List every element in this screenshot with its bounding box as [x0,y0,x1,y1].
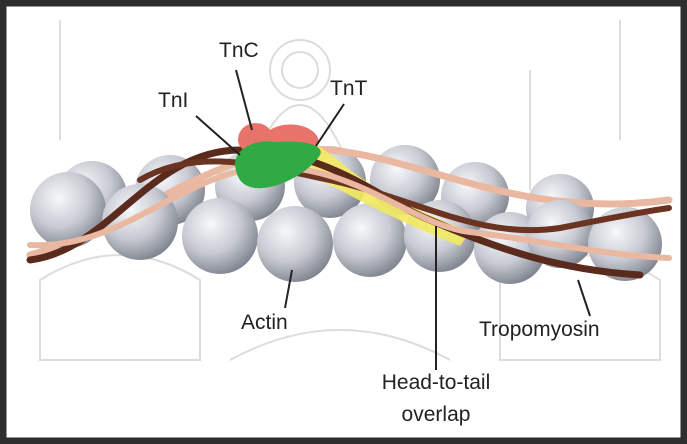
tni-label: TnI [158,90,188,111]
actin-label: Actin [241,312,288,333]
tnc-label: TnC [219,40,259,61]
tropomyosin-label: Tropomyosin [479,319,600,340]
tnt-label: TnT [330,78,367,99]
head-to-tail-label-line1: Head-to-tail [348,372,524,393]
head-to-tail-label-line2: overlap [348,404,524,425]
